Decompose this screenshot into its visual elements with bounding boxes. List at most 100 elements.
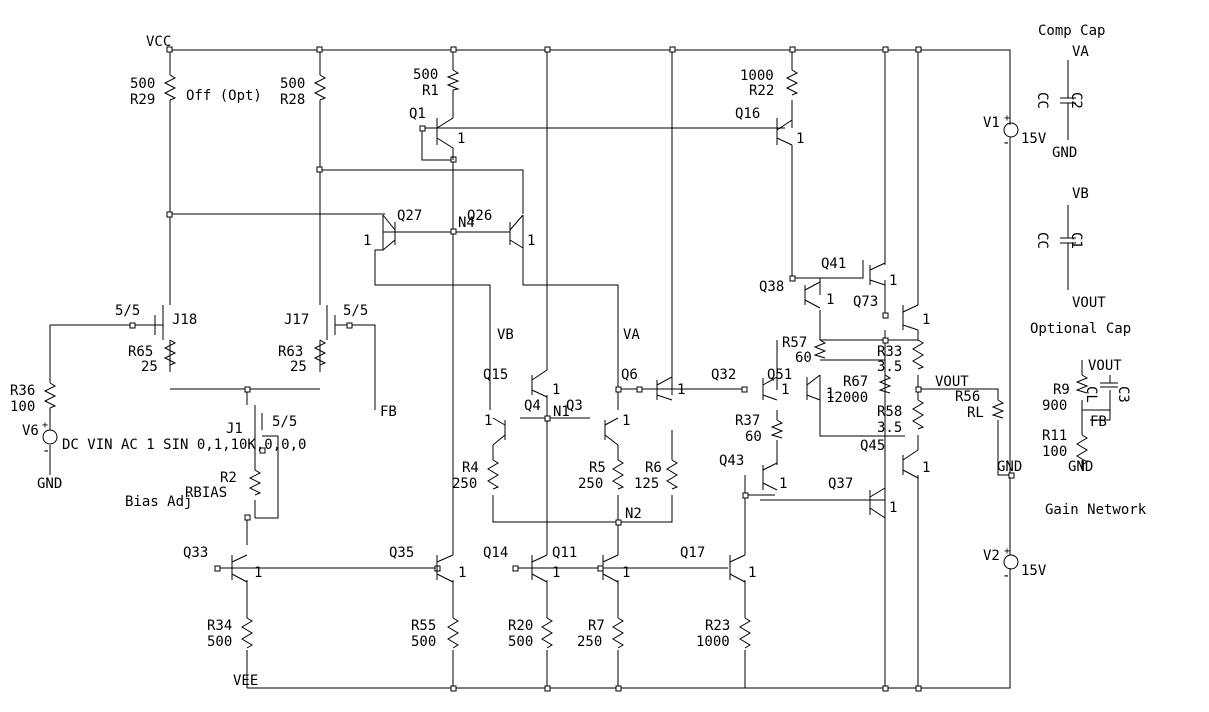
r63-value: 25 xyxy=(290,359,307,375)
j17-size: 5/5 xyxy=(343,303,368,319)
q37-label: Q37 xyxy=(828,476,853,492)
q35-area: 1 xyxy=(458,565,466,581)
q33-area: 1 xyxy=(254,565,262,581)
vb-label-cap: VB xyxy=(1072,186,1089,202)
v2-value: 15V xyxy=(1021,563,1047,579)
va-label-cap: VA xyxy=(1072,44,1089,60)
q1-area: 1 xyxy=(457,131,465,147)
vb-label: VB xyxy=(497,327,514,343)
r34-value: 500 xyxy=(207,634,232,650)
r22-value: 1000 xyxy=(740,68,774,84)
wires xyxy=(49,49,1012,689)
r37-value: 60 xyxy=(745,429,762,445)
v6-name: V6 xyxy=(22,423,39,439)
r29-value: 500 xyxy=(130,76,155,92)
v2-minus: - xyxy=(1002,568,1010,584)
resistor-bodies xyxy=(43,69,1111,649)
r65-value: 25 xyxy=(141,359,158,375)
jfet-symbols xyxy=(154,305,336,440)
q14-label: Q14 xyxy=(483,545,508,561)
r67-value: 12000 xyxy=(826,390,868,406)
r11-value: 100 xyxy=(1042,444,1067,460)
r57-name: R57 xyxy=(782,335,807,351)
r36-name: R36 xyxy=(10,383,35,399)
v6-minus: - xyxy=(42,443,50,459)
n4-label: N4 xyxy=(458,215,475,231)
r55-name: R55 xyxy=(411,618,436,634)
c2-name: C2 xyxy=(1068,92,1084,109)
vout-label: VOUT xyxy=(935,374,969,390)
q3-area: 1 xyxy=(622,413,630,429)
va-label: VA xyxy=(623,327,640,343)
q73-label: Q73 xyxy=(853,294,878,310)
q37-area: 1 xyxy=(889,500,897,516)
r4-name: R4 xyxy=(462,460,479,476)
q15-label: Q15 xyxy=(483,367,508,383)
q51-label: Q51 xyxy=(767,367,792,383)
r1-name: R1 xyxy=(422,83,439,99)
r34-name: R34 xyxy=(207,618,232,634)
j18-label: J18 xyxy=(172,312,197,328)
vout-label-gain: VOUT xyxy=(1088,358,1122,374)
r56-value: RL xyxy=(967,405,984,421)
r58-value: 3.5 xyxy=(877,420,902,436)
labels: VCC VEE VB VA FB N4 N1 N2 VOUT GND GND G… xyxy=(10,23,1147,689)
r6-name: R6 xyxy=(645,460,662,476)
comp-cap-title: Comp Cap xyxy=(1038,23,1105,39)
q41-area: 1 xyxy=(889,273,897,289)
r28-value: 500 xyxy=(280,76,305,92)
caps-and-sources xyxy=(42,60,1118,570)
offset-note: Off (Opt) xyxy=(186,88,262,104)
fb-label: FB xyxy=(380,404,397,420)
r2-value: RBIAS xyxy=(185,485,227,501)
q26-label: Q26 xyxy=(467,208,492,224)
v1-minus: - xyxy=(1002,135,1010,151)
q43-label: Q43 xyxy=(719,453,744,469)
r4-value: 250 xyxy=(452,476,477,492)
bias-adj-note: Bias Adj xyxy=(125,494,192,510)
q41-label: Q41 xyxy=(821,256,846,272)
r20-value: 500 xyxy=(508,634,533,650)
v1-plus: + xyxy=(1004,113,1010,124)
c1-value: CC xyxy=(1034,232,1050,249)
q17-area: 1 xyxy=(748,565,756,581)
q17-label: Q17 xyxy=(680,545,705,561)
q27-area: 1 xyxy=(363,233,371,249)
r28-name: R28 xyxy=(280,92,305,108)
r67-name: R67 xyxy=(843,374,868,390)
c1-name: C1 xyxy=(1068,232,1084,249)
v2-plus: + xyxy=(1004,546,1010,557)
c2-value: CC xyxy=(1034,92,1050,109)
junctions xyxy=(129,46,1015,692)
r23-value: 1000 xyxy=(696,634,730,650)
r5-name: R5 xyxy=(589,460,606,476)
r57-value: 60 xyxy=(795,350,812,366)
q15-area: 1 xyxy=(552,382,560,398)
j17-label: J17 xyxy=(284,312,309,328)
r22-name: R22 xyxy=(749,83,774,99)
r33-value: 3.5 xyxy=(877,359,902,375)
c3-name: C3 xyxy=(1115,386,1131,403)
gnd-label-rl: GND xyxy=(997,459,1022,475)
n1-label: N1 xyxy=(553,404,570,420)
q6-label: Q6 xyxy=(621,367,638,383)
q4-area: 1 xyxy=(484,413,492,429)
fb-label-gain: FB xyxy=(1090,414,1107,430)
v2-name: V2 xyxy=(983,548,1000,564)
r63-name: R63 xyxy=(278,344,303,360)
q32-label: Q32 xyxy=(711,367,736,383)
r33-name: R33 xyxy=(877,344,902,360)
q6-area: 1 xyxy=(677,382,685,398)
q33-label: Q33 xyxy=(183,545,208,561)
r1-value: 500 xyxy=(413,67,438,83)
q16-area: 1 xyxy=(796,131,804,147)
r7-name: R7 xyxy=(588,618,605,634)
r7-value: 250 xyxy=(577,634,602,650)
q35-label: Q35 xyxy=(389,545,414,561)
gain-network-title: Gain Network xyxy=(1045,502,1147,518)
gnd-label-v6: GND xyxy=(37,476,62,492)
q38-area: 1 xyxy=(826,292,834,308)
q43-area: 1 xyxy=(779,476,787,492)
r20-name: R20 xyxy=(508,618,533,634)
